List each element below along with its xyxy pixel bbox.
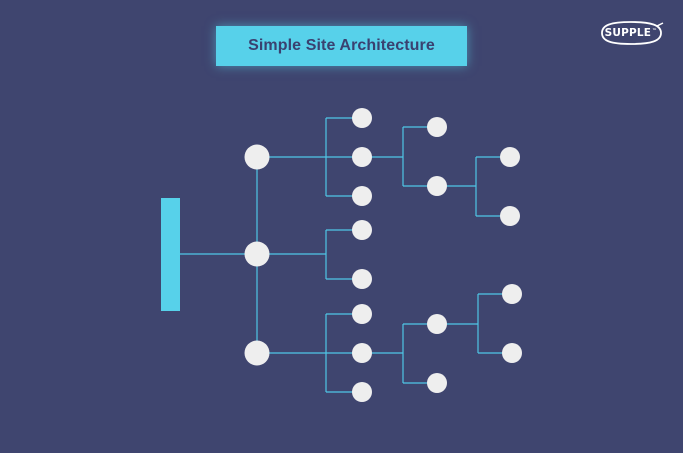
root-node-homepage bbox=[161, 198, 180, 311]
node-level2-c3 bbox=[352, 382, 372, 402]
logo-badge-shape bbox=[601, 21, 664, 45]
node-level1-c bbox=[244, 340, 270, 366]
node-level2-c2 bbox=[352, 343, 372, 363]
node-level3-a2b bbox=[427, 176, 447, 196]
node-level2-c1 bbox=[352, 304, 372, 324]
node-level2-b2 bbox=[352, 269, 372, 289]
title-banner: Simple Site Architecture bbox=[216, 26, 467, 66]
connector-lines bbox=[180, 117, 512, 393]
logo-trademark: ™ bbox=[652, 28, 658, 34]
node-level1-b bbox=[244, 241, 270, 267]
node-level2-b1 bbox=[352, 220, 372, 240]
node-level1-a bbox=[244, 144, 270, 170]
node-level3-c2a bbox=[427, 314, 447, 334]
node-level2-a2 bbox=[352, 147, 372, 167]
node-level4-c2a1 bbox=[502, 284, 522, 304]
node-level3-c2b bbox=[427, 373, 447, 393]
node-level2-a1 bbox=[352, 108, 372, 128]
node-level4-a2b1 bbox=[500, 147, 520, 167]
tree-nodes bbox=[244, 108, 522, 402]
node-level4-c2a2 bbox=[502, 343, 522, 363]
diagram-title: Simple Site Architecture bbox=[248, 37, 435, 54]
logo-text: SUPPLE bbox=[604, 27, 652, 39]
node-level4-a2b2 bbox=[500, 206, 520, 226]
node-level3-a2a bbox=[427, 117, 447, 137]
node-level2-a3 bbox=[352, 186, 372, 206]
